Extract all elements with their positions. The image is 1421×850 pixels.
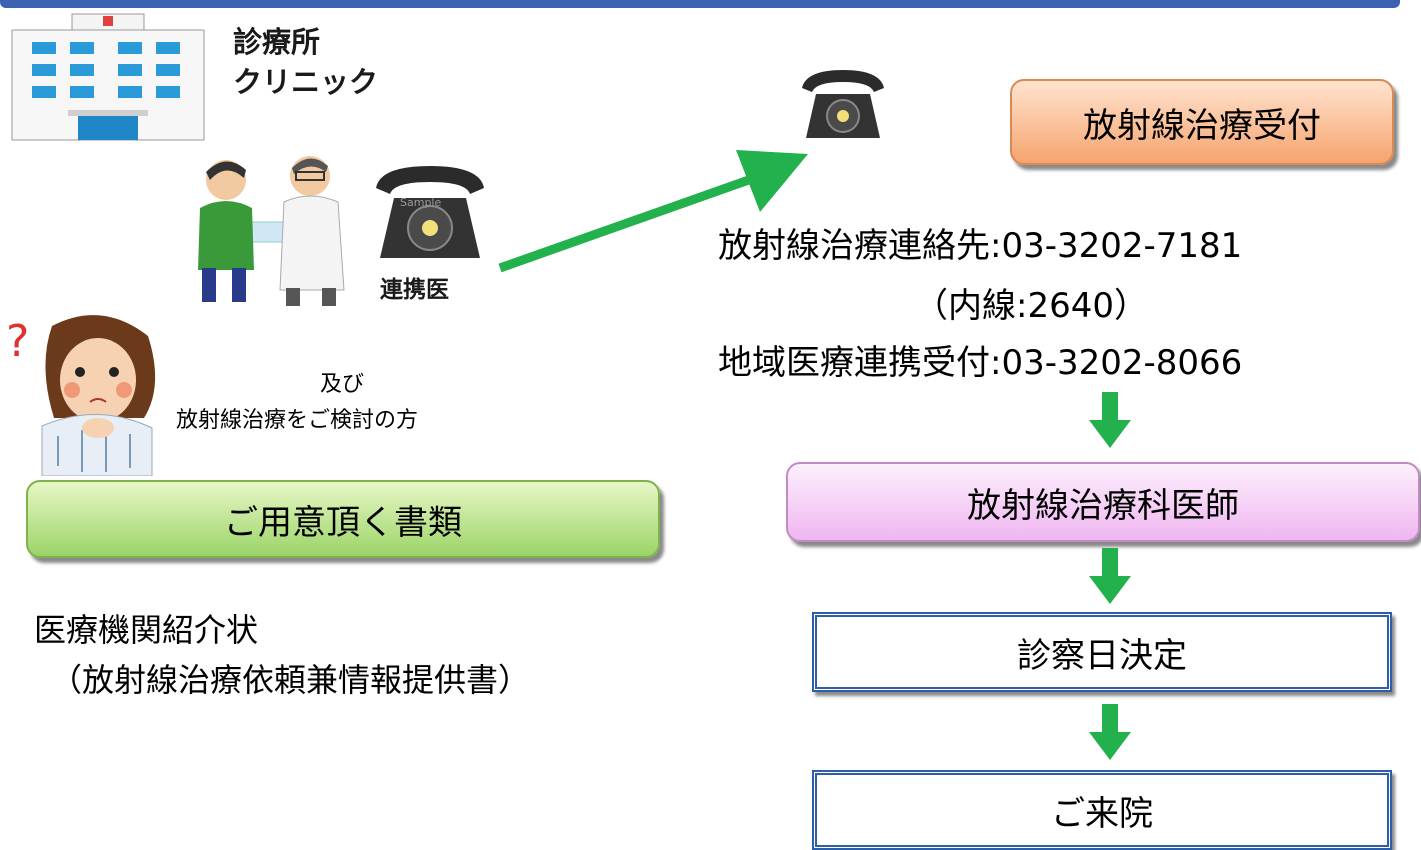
worried-woman-icon: ? (6, 315, 156, 476)
decide-date-box: 診察日決定 (812, 612, 1392, 692)
considering-text: 放射線治療をご検討の方 (176, 408, 419, 433)
top-bar (0, 0, 1400, 8)
question-mark-icon: ? (6, 316, 29, 367)
down-arrow-2 (1089, 548, 1131, 604)
clinic-building-icon (11, 13, 205, 141)
contact-main: 放射線治療連絡先:03-3202-7181 (718, 226, 1243, 266)
down-arrow-1 (1089, 392, 1131, 448)
down-arrow-3 (1089, 704, 1131, 760)
documents-header-box: ご用意頂く書類 (26, 480, 660, 558)
clinic-label: 診療所 クリニック (233, 22, 378, 102)
document-line-1: 医療機関紹介状 (34, 611, 259, 649)
decide-date-label: 診察日決定 (1017, 635, 1187, 676)
telephone-icon (802, 70, 884, 138)
contact-extension: （内線:2640） (914, 286, 1148, 326)
svg-text:Sample: Sample (400, 196, 441, 209)
clinic-label-line2: クリニック (233, 65, 379, 99)
documents-header-label: ご用意頂く書類 (224, 502, 462, 543)
telephone-icon: Sample (376, 166, 484, 258)
reception-box: 放射線治療受付 (1010, 79, 1394, 165)
diagonal-arrow (498, 150, 808, 273)
clinic-label-line1: 診療所 (233, 25, 321, 59)
partner-doctor-label: 連携医 (380, 277, 449, 303)
doctor-label: 放射線治療科医師 (967, 485, 1239, 526)
contact-regional: 地域医療連携受付:03-3202-8066 (718, 343, 1243, 383)
visit-label: ご来院 (1051, 793, 1153, 834)
doctor-patient-icon (198, 156, 345, 306)
reception-label: 放射線治療受付 (1083, 105, 1321, 146)
visit-box: ご来院 (812, 770, 1392, 850)
doctor-box: 放射線治療科医師 (786, 462, 1420, 542)
document-line-2: （放射線治療依頼兼情報提供書） (50, 661, 531, 699)
oyobi-text: 及び (320, 372, 365, 397)
